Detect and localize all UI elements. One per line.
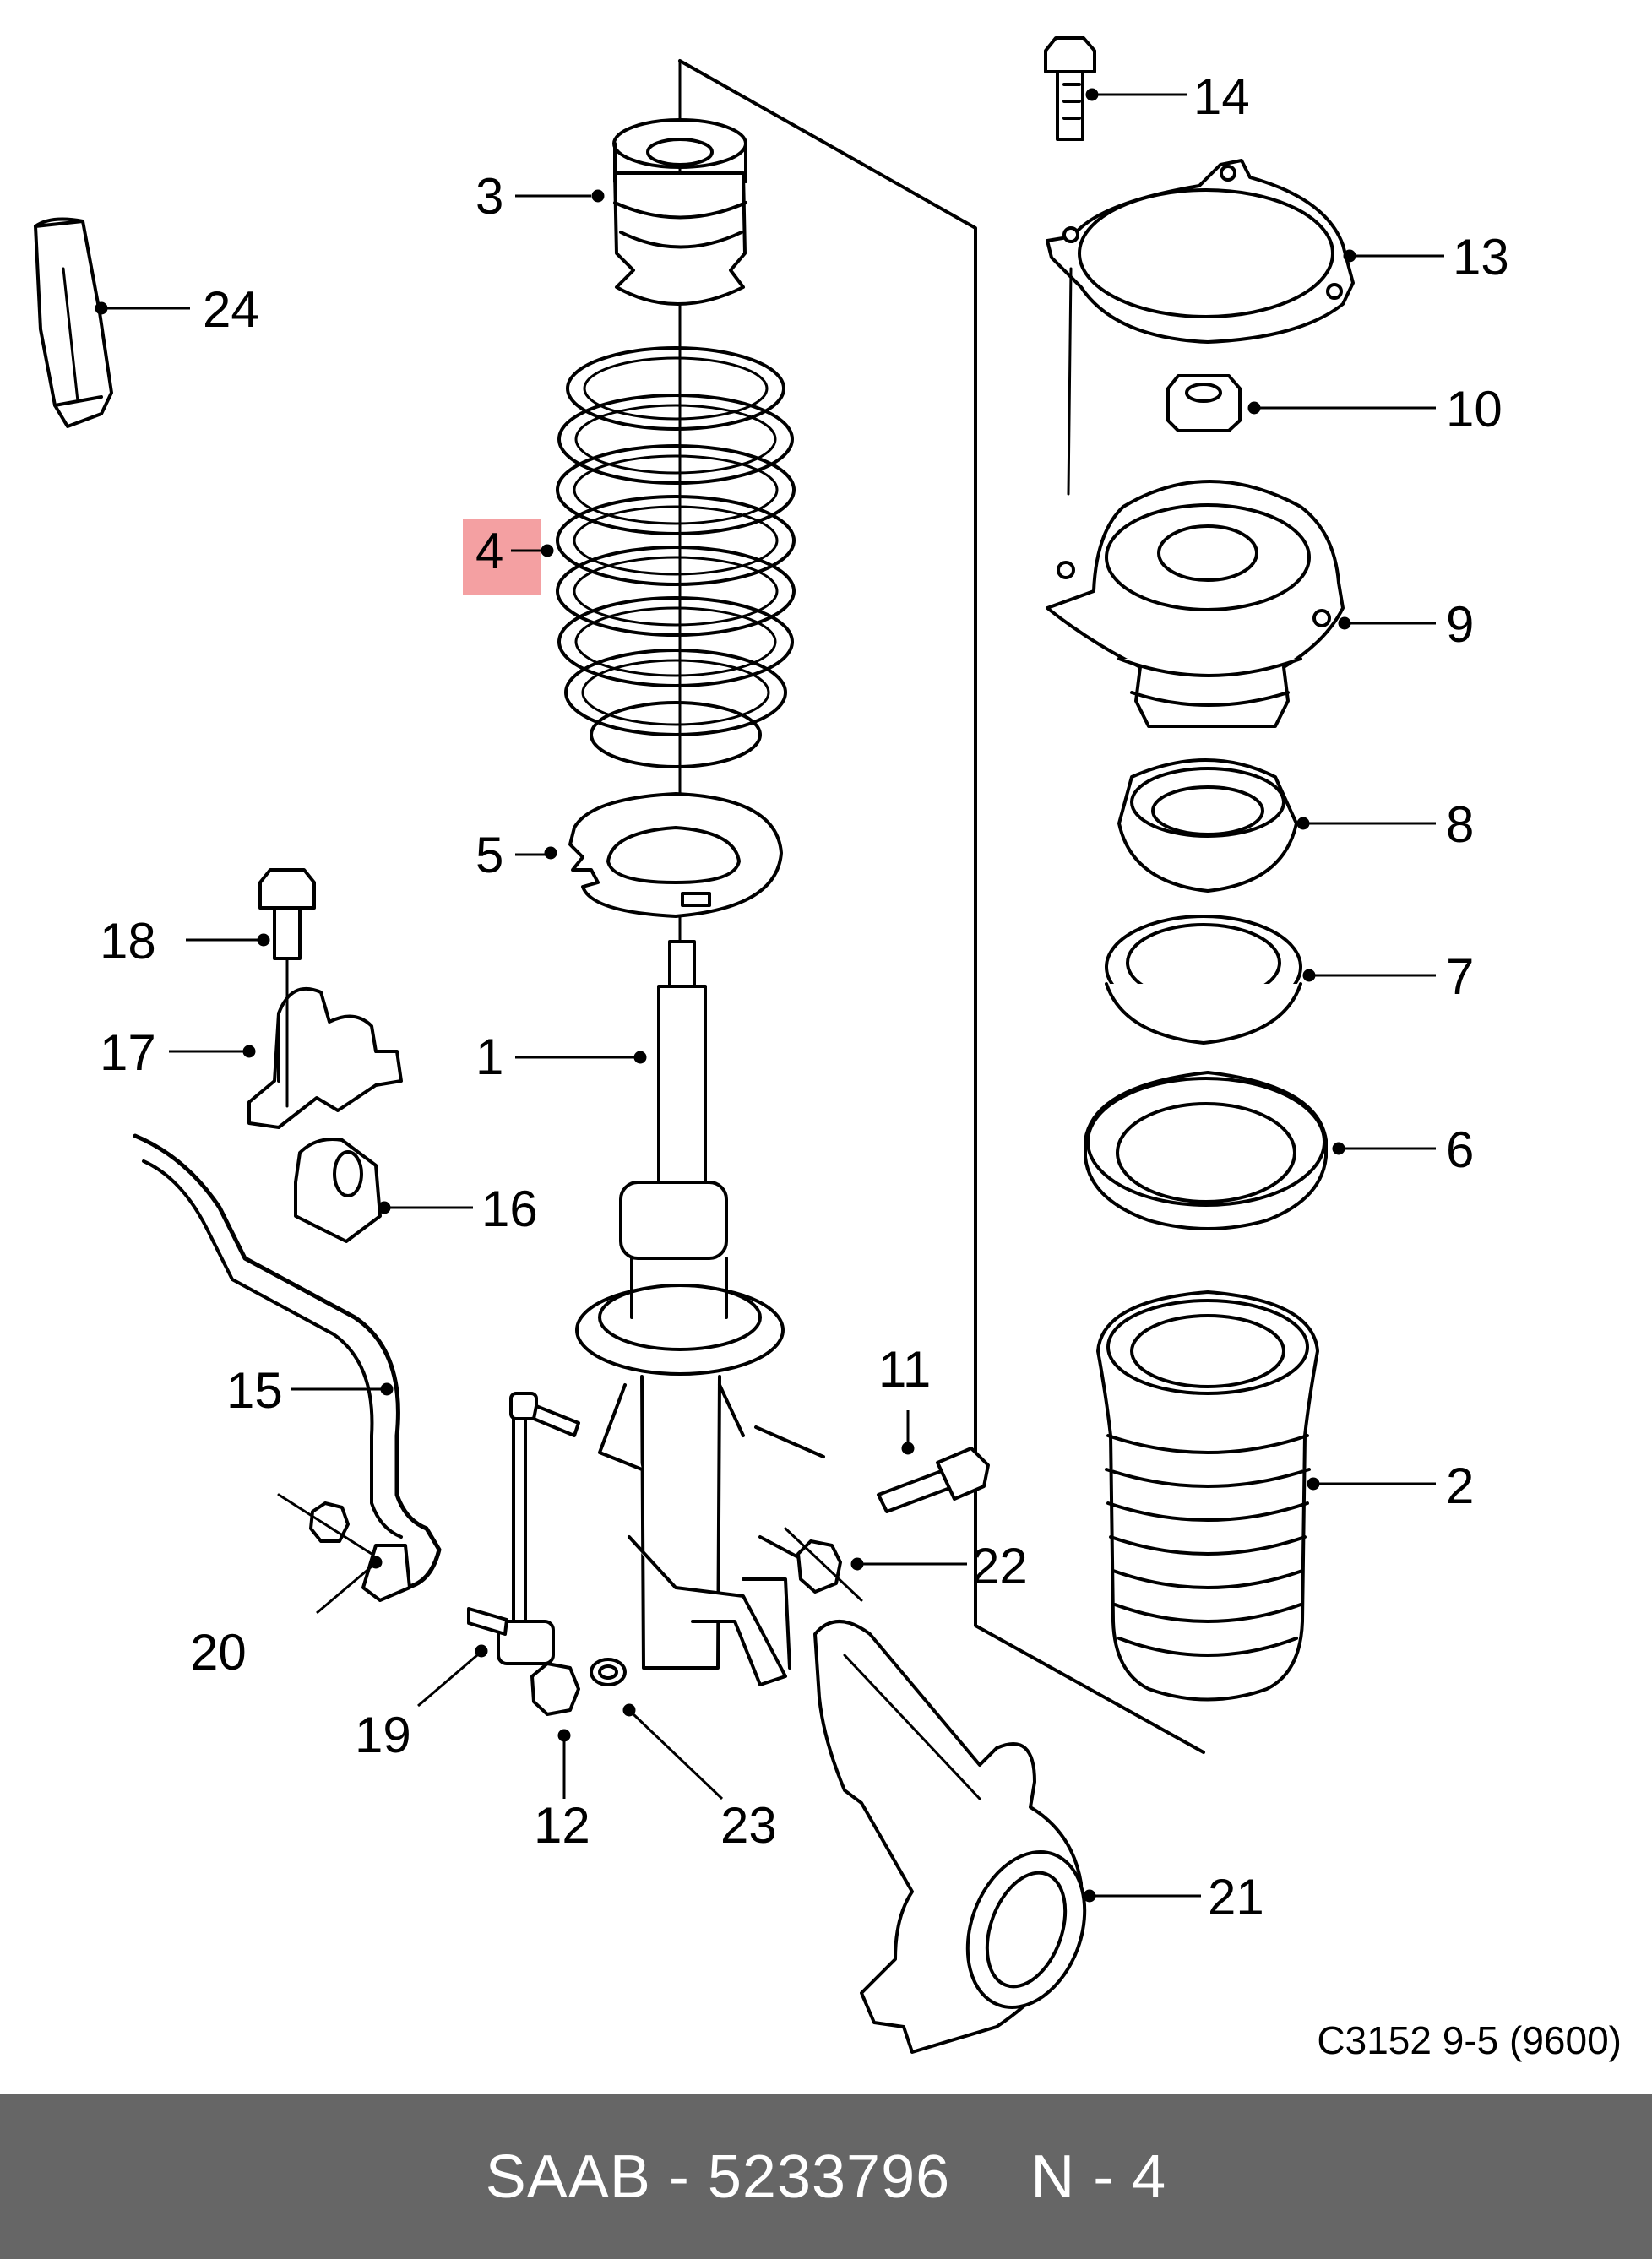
bolt-14-part	[1044, 36, 1096, 141]
strut-mount-part	[1046, 480, 1345, 728]
callout-22: 22	[971, 1538, 1028, 1594]
nut-20-part	[277, 1493, 373, 1556]
washer-23-part	[590, 1658, 627, 1686]
callout-4: 4	[475, 523, 503, 579]
callout-4-highlight	[463, 519, 541, 595]
callout-20: 20	[190, 1624, 247, 1681]
footer-part-number: 5233796	[707, 2142, 951, 2211]
callout-15: 15	[226, 1362, 283, 1419]
grease-tube-part	[34, 217, 113, 428]
exploded-parts-diagram: 1 2 3 4 5 6 7 8 9 10 11 12 13 14 15 16 1…	[34, 36, 1622, 2062]
callout-7: 7	[1446, 948, 1474, 1005]
upper-seat-8-part	[1117, 758, 1298, 893]
clamp-17-part	[247, 987, 403, 1129]
callout-3: 3	[475, 168, 503, 225]
footer-part-info: SAAB - 5233796 N - 4	[486, 2142, 1166, 2212]
strut-part	[575, 940, 825, 1686]
footer-brand: SAAB	[485, 2142, 651, 2211]
callout-9: 9	[1446, 596, 1474, 653]
coil-spring-part	[556, 346, 796, 768]
cover-plate-part	[1046, 159, 1355, 496]
bearing-7-part	[1105, 915, 1302, 1045]
footer-position-label: N - 4	[1030, 2142, 1167, 2211]
callout-11: 11	[878, 1341, 931, 1398]
callout-18: 18	[100, 913, 156, 969]
footer-bar: SAAB - 5233796 N - 4	[0, 2094, 1652, 2259]
callout-10: 10	[1446, 381, 1503, 437]
callout-2: 2	[1446, 1458, 1474, 1514]
spring-seat-6-part	[1084, 1071, 1328, 1230]
callout-23: 23	[720, 1797, 777, 1854]
callout-16: 16	[481, 1181, 538, 1237]
bellows-2-part	[1096, 1290, 1319, 1702]
steering-knuckle-part	[813, 1620, 1087, 2054]
footer-separator: -	[668, 2142, 690, 2211]
callout-12: 12	[534, 1797, 590, 1854]
drawing-reference: C3152 9-5 (9600)	[1317, 2018, 1622, 2062]
callout-24: 24	[203, 281, 259, 338]
bolt-11-part	[877, 1447, 990, 1513]
nut-10-part	[1166, 374, 1242, 432]
bushing-16-part	[294, 1138, 382, 1243]
callout-6: 6	[1446, 1121, 1474, 1178]
callout-19: 19	[355, 1707, 411, 1763]
callout-5: 5	[475, 827, 503, 883]
callout-1: 1	[475, 1029, 503, 1085]
bump-stop-part	[612, 118, 747, 306]
callout-8: 8	[1446, 796, 1474, 853]
callout-13: 13	[1453, 229, 1509, 285]
callout-21: 21	[1208, 1869, 1264, 1925]
assembly-guide-line	[678, 59, 1205, 1754]
callout-17: 17	[100, 1024, 156, 1081]
link-rod-19-part	[467, 1392, 580, 1665]
nut-22-part	[784, 1527, 863, 1602]
lower-spring-seat-part	[568, 792, 783, 918]
nut-12-part	[530, 1662, 580, 1716]
stabilizer-bar-part	[133, 1133, 442, 1602]
bolt-18-part	[258, 868, 316, 1108]
callout-14: 14	[1193, 68, 1250, 125]
